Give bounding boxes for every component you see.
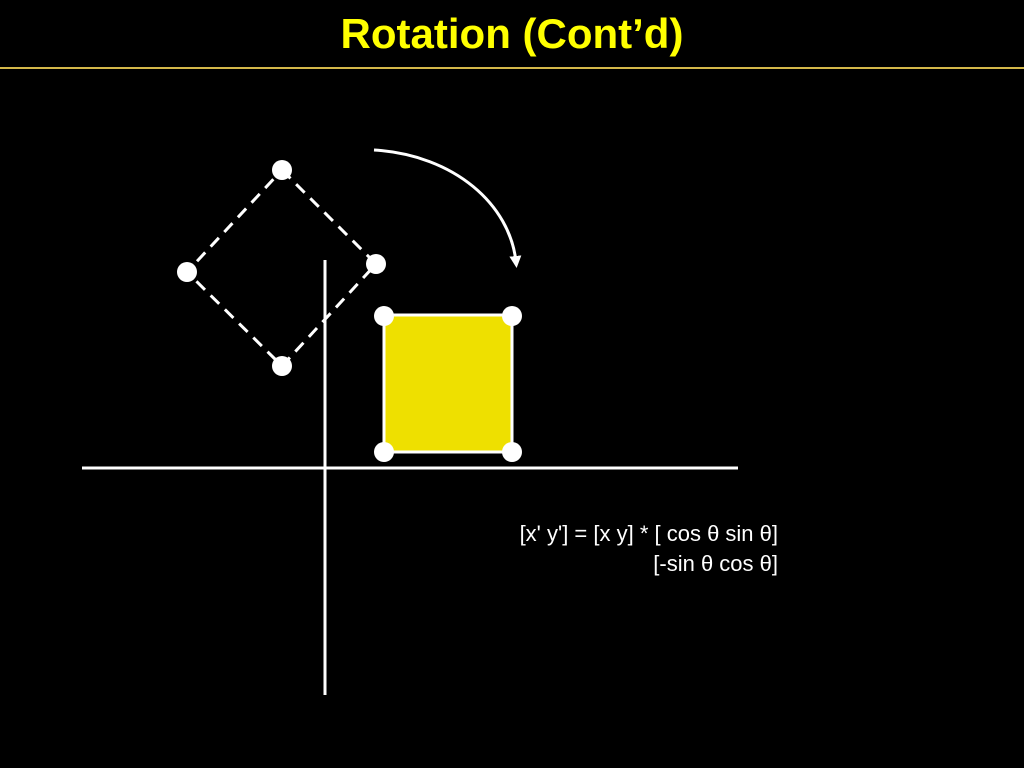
square-vertex-dot	[502, 442, 522, 462]
title-underline	[0, 67, 1024, 69]
square-vertex-dot	[374, 306, 394, 326]
rotation-formula-line-2: [-sin θ cos θ]	[653, 551, 778, 576]
rotation-arrow	[373, 148, 522, 268]
square-vertex-dot	[502, 306, 522, 326]
rotated-vertex-dot	[366, 254, 386, 274]
rotated-vertex-dot	[177, 262, 197, 282]
slide-title: Rotation (Cont’d)	[340, 10, 684, 57]
rotated-vertex-dot	[272, 160, 292, 180]
rotated-square-outline	[184, 167, 379, 369]
rotated-vertex-dot	[272, 356, 292, 376]
original-square	[382, 313, 514, 454]
rotation-formula-line-1: [x' y'] = [x y] * [ cos θ sin θ]	[519, 521, 778, 546]
square-vertex-dot	[374, 442, 394, 462]
